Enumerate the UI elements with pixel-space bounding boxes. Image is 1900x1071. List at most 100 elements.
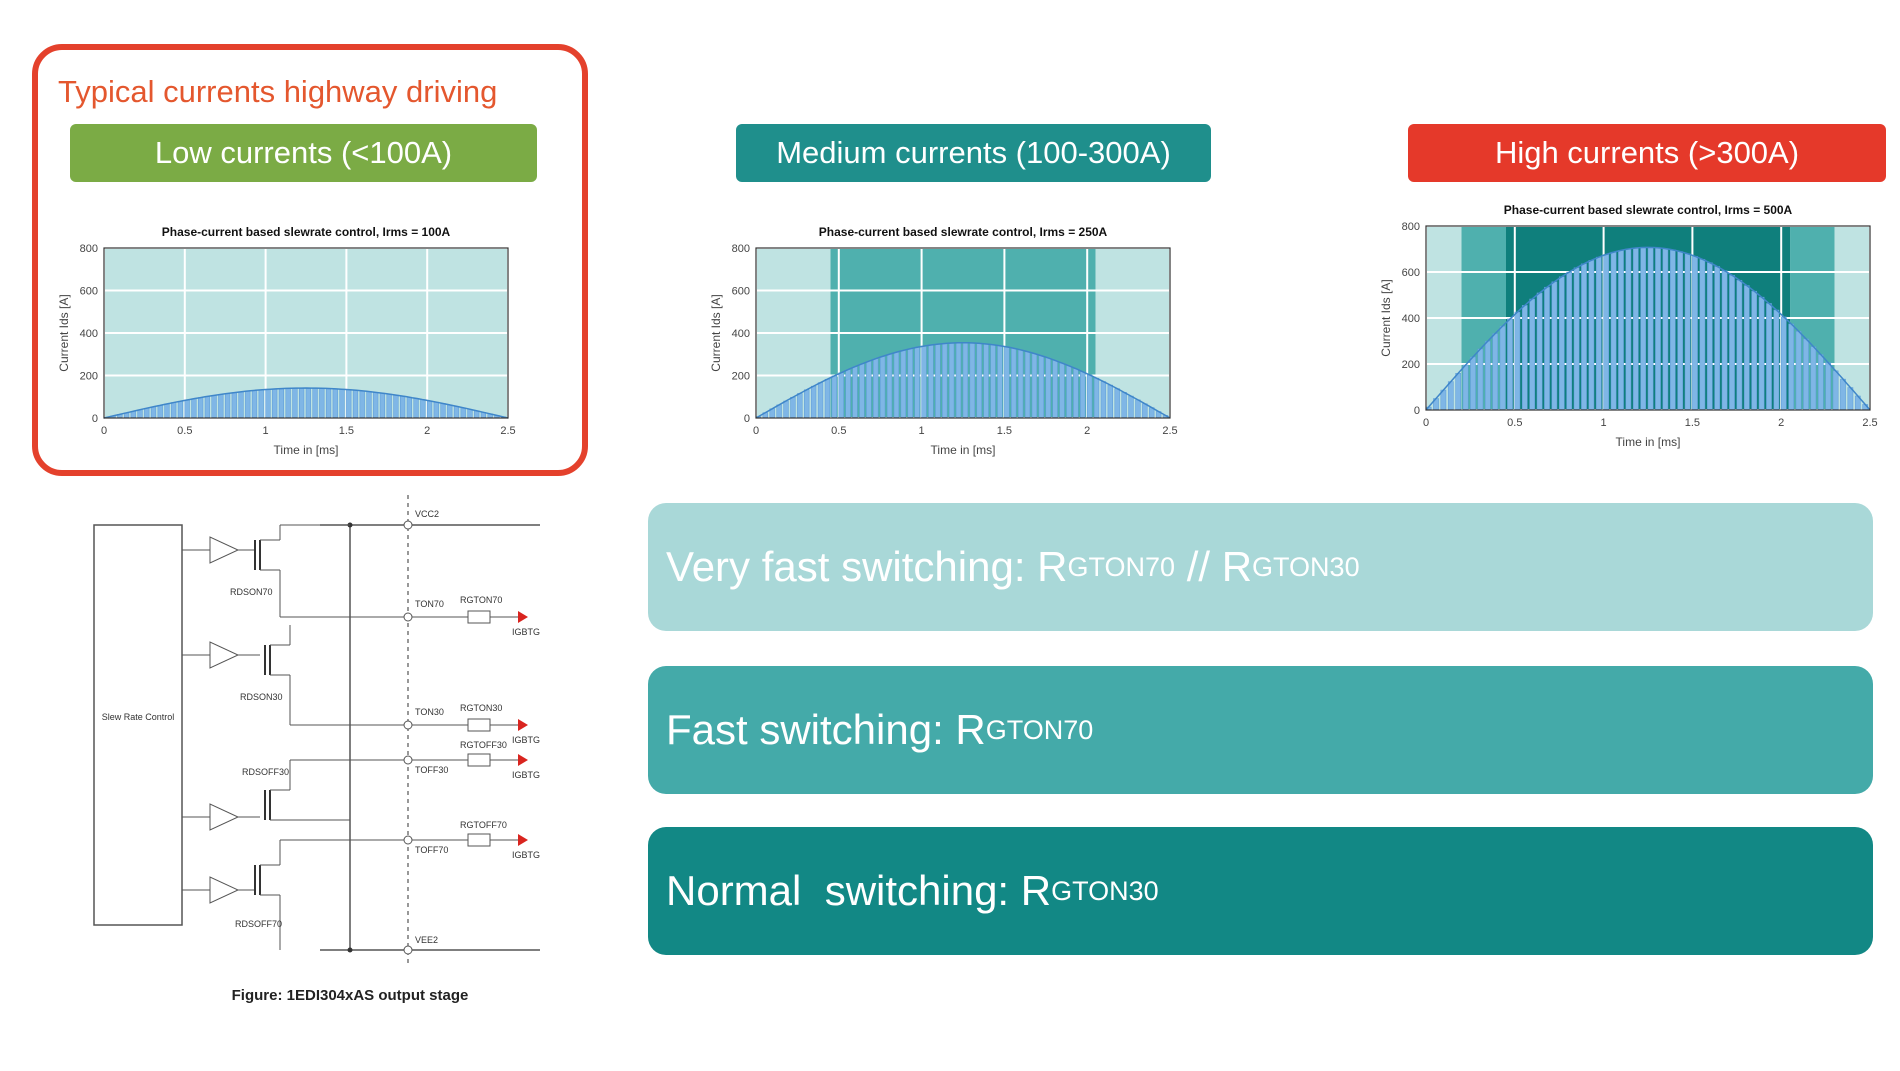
current-pulse-bar: [1647, 247, 1654, 411]
current-pulse-bar: [1632, 247, 1639, 411]
current-pulse-bar: [1447, 381, 1454, 411]
normal-sub: GTON30: [1051, 875, 1159, 906]
current-pulse-bar: [224, 393, 231, 419]
current-pulse-bar: [1544, 286, 1550, 411]
current-pulse-bar: [1803, 338, 1809, 411]
low-currents-band: Low currents (<100A): [70, 124, 537, 182]
current-pulse-bar: [1073, 368, 1079, 419]
current-pulse-bar: [373, 392, 379, 419]
current-pulse-bar: [400, 395, 406, 419]
current-pulse-bar: [1038, 355, 1044, 419]
current-pulse-bar: [1840, 378, 1846, 411]
current-pulse-bar: [1625, 248, 1632, 411]
ton70-pin-label: TON70: [415, 599, 444, 609]
chart-title: Phase-current based slewrate control, Ir…: [1504, 203, 1793, 217]
y-axis-label: Current Ids [A]: [57, 294, 71, 371]
current-pulse-bar: [1507, 318, 1513, 411]
current-pulse-bar: [1011, 348, 1017, 419]
current-pulse-bar: [900, 350, 906, 419]
x-axis-label: Time in [ms]: [1616, 435, 1681, 449]
current-pulse-bar: [852, 366, 858, 419]
current-pulse-bar: [1004, 346, 1010, 419]
current-pulse-bar: [272, 388, 278, 419]
current-pulse-bar: [1470, 356, 1476, 411]
y-tick-label: 600: [732, 286, 750, 298]
current-pulse-bar: [873, 358, 879, 419]
current-pulse-bar: [366, 391, 372, 419]
current-envelope: [103, 387, 509, 419]
current-pulse-bar: [413, 398, 419, 419]
current-pulse-bar: [1031, 353, 1038, 419]
medium-currents-band: Medium currents (100-300A): [736, 124, 1211, 182]
normal-label: Normal switching: R: [666, 867, 1052, 914]
current-pulse-bar: [1847, 387, 1854, 411]
chart-high-currents: Phase-current based slewrate control, Ir…: [1379, 203, 1878, 449]
current-pulse-bar: [942, 343, 948, 419]
y-tick-label: 400: [732, 328, 750, 340]
current-pulse-bar: [859, 363, 865, 419]
current-pulse-bar: [1817, 354, 1824, 411]
current-pulse-bar: [157, 405, 163, 419]
current-pulse-bar: [1610, 251, 1617, 411]
current-pulse-bar: [893, 351, 900, 419]
current-pulse-bar: [1795, 331, 1802, 411]
current-pulse-bar: [265, 389, 271, 419]
current-pulse-bar: [1736, 279, 1743, 411]
rgtoff70-label: RGTOFF70: [460, 820, 507, 830]
chart-medium-currents: Phase-current based slewrate control, Ir…: [709, 225, 1178, 457]
current-pulse-bar: [1135, 399, 1141, 419]
schematic-caption: Figure: 1EDI304xAS output stage: [231, 987, 469, 1004]
current-pulse-bar: [1832, 370, 1839, 411]
current-pulse-bar: [177, 400, 184, 419]
current-pulse-bar: [845, 369, 851, 419]
current-pulse-bar: [810, 385, 817, 419]
current-pulse-bar: [886, 353, 893, 419]
y-tick-label: 0: [92, 413, 98, 425]
highlight-frame: [32, 44, 588, 476]
current-pulse-bar: [278, 388, 285, 419]
current-pulse-bar: [1107, 384, 1113, 419]
current-pulse-bar: [231, 392, 237, 419]
current-pulse-bar: [319, 388, 325, 419]
y-tick-label: 0: [744, 413, 750, 425]
current-pulse-bar: [879, 356, 886, 419]
current-pulse-bar: [379, 392, 386, 419]
current-pulse-bar: [1086, 374, 1093, 419]
current-pulse-bar: [1662, 248, 1669, 411]
current-pulse-bar: [1766, 303, 1772, 411]
plot-frame: [755, 247, 1171, 419]
current-pulse-bar: [824, 378, 831, 419]
current-pulse-bar: [393, 394, 399, 419]
x-tick-label: 2: [1778, 417, 1784, 429]
current-pulse-bar: [797, 393, 803, 419]
current-pulse-bar: [386, 393, 392, 419]
output-stage-schematic: Slew Rate Control VCC2 VEE2 RDSON70 TON7…: [93, 495, 540, 965]
x-tick-label: 1: [263, 425, 269, 437]
current-pulse-bar: [245, 390, 251, 419]
current-pulse-bar: [1536, 292, 1543, 411]
chart-title: Phase-current based slewrate control, Ir…: [162, 225, 451, 239]
current-pulse-bar: [447, 404, 453, 419]
very-fast-sub1: GTON70: [1067, 551, 1176, 582]
plot-frame: [1425, 225, 1871, 411]
current-pulse-bar: [1499, 325, 1506, 411]
current-pulse-bar: [1603, 254, 1610, 411]
current-pulse-bar: [1677, 251, 1684, 411]
current-pulse-bar: [1699, 259, 1706, 411]
highlight-title: Typical currents highway driving: [58, 74, 498, 109]
current-pulse-bar: [1640, 247, 1647, 411]
current-pulse-bar: [790, 396, 796, 419]
current-pulse-bar: [184, 399, 190, 419]
controller-label: Slew Rate Control: [102, 712, 175, 722]
current-pulse-bar: [171, 402, 177, 419]
current-pulse-bar: [433, 401, 439, 419]
current-pulse-bar: [198, 397, 204, 419]
rgton70-label: RGTON70: [460, 595, 502, 605]
x-axis-label: Time in [ms]: [274, 443, 339, 457]
current-pulse-bar: [1588, 260, 1595, 411]
x-tick-label: 1: [919, 425, 925, 437]
y-tick-label: 400: [80, 328, 98, 340]
current-pulse-bar: [1080, 371, 1086, 419]
current-pulse-bar: [406, 396, 412, 419]
current-pulse-bar: [204, 396, 210, 419]
